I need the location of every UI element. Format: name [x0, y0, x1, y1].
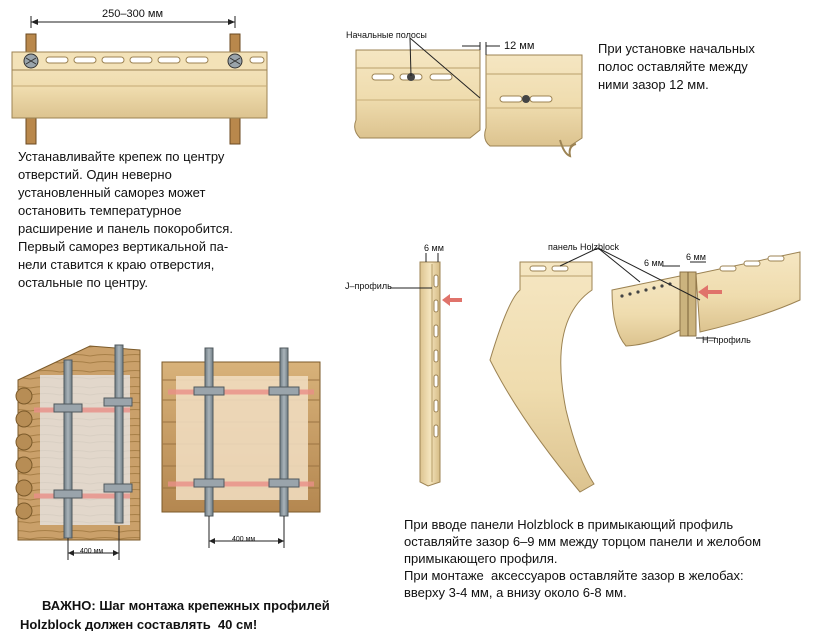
log-wall-figure [15, 344, 141, 560]
j-gap-label: 6 мм [424, 243, 444, 253]
starter-instructions: При установке начальных полос оставляйте… [598, 40, 755, 94]
starter-text-line: ними зазор 12 мм. [598, 77, 709, 92]
frame-spacing-label: 400 мм [232, 536, 256, 543]
holzblock-panel-label: панель Holzblock [548, 242, 620, 252]
starter-text-line: полос оставляйте между [598, 59, 748, 74]
fastener-text-line: установленный саморез может [18, 185, 206, 200]
h-gap-left-label: 6 мм [644, 258, 664, 268]
fastener-text-line: нели ставится к краю отверстия, [18, 257, 215, 272]
starter-strips-figure [354, 37, 583, 158]
important-note: ВАЖНО: Шаг монтажа крепежных профилей Ho… [20, 596, 330, 631]
log-spacing-label: 400 мм [80, 548, 104, 555]
profile-text-line: вверху 3-4 мм, а внизу около 6-8 мм. [404, 585, 627, 600]
profile-text-line: оставляйте зазор 6–9 мм между торцом пан… [404, 534, 762, 549]
strip-gap-label: 12 мм [504, 40, 535, 52]
h-profile-label: Н–профиль [702, 335, 751, 345]
fastener-panel-figure [11, 16, 268, 145]
fastener-text-line: остальные по центру. [18, 275, 148, 290]
important-line: ВАЖНО: Шаг монтажа крепежных профилей [42, 598, 330, 613]
fastener-instructions: Устанавливайте крепеж по центру отверсти… [18, 148, 233, 292]
fastener-text-line: остановить температурное [18, 203, 182, 218]
j-profile-label: J–профиль [345, 281, 392, 291]
fastener-text-line: расширение и панель покоробится. [18, 221, 233, 236]
profile-text-line: При вводе панели Holzblock в примыкающий… [404, 517, 734, 532]
starter-text-line: При установке начальных [598, 41, 755, 56]
spacing-dimension-label: 250–300 мм [102, 8, 164, 20]
fastener-text-line: Устанавливайте крепеж по центру [18, 149, 225, 164]
profile-instructions: При вводе панели Holzblock в примыкающий… [404, 516, 761, 601]
important-line: Holzblock должен составлять 40 см! [20, 617, 258, 631]
frame-wall-figure [161, 347, 321, 548]
profiles-figure [390, 247, 801, 493]
fastener-text-line: отверстий. Один неверно [18, 167, 172, 182]
profile-text-line: При монтаже аксессуаров оставляйте зазор… [404, 568, 744, 583]
fastener-text-line: Первый саморез вертикальной па- [18, 239, 229, 254]
h-gap-right-label: 6 мм [686, 252, 706, 262]
starter-strips-label: Начальные полосы [346, 30, 427, 40]
profile-text-line: примыкающего профиля. [404, 551, 558, 566]
